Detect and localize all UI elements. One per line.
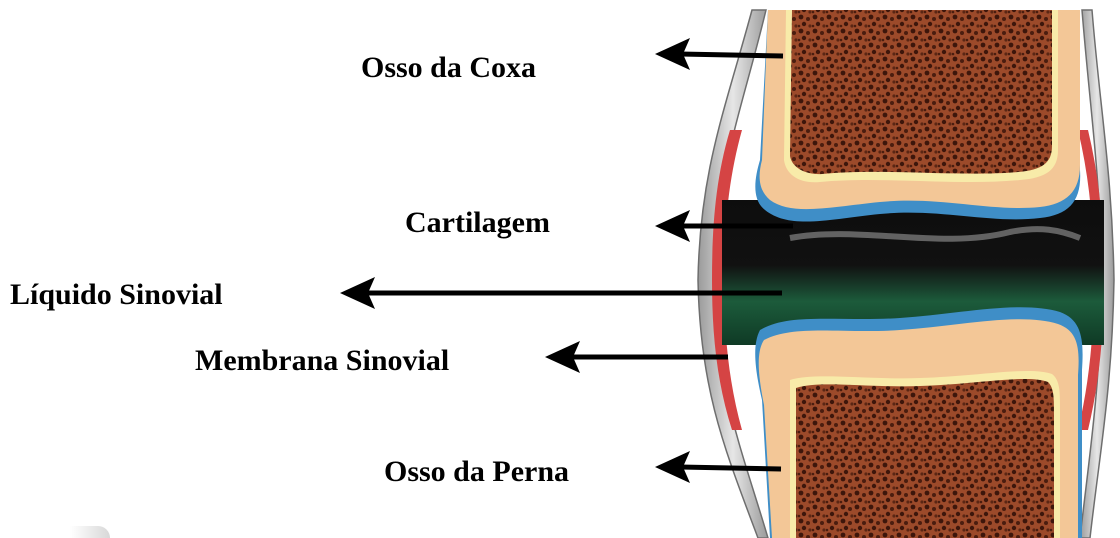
label-synovial-membrane: Membrana Sinovial bbox=[195, 346, 449, 376]
thigh-bone bbox=[755, 10, 1080, 222]
label-leg-bone: Osso da Perna bbox=[384, 457, 569, 487]
arrow-synovial-membrane bbox=[545, 341, 728, 373]
label-cartilage: Cartilagem bbox=[405, 208, 550, 238]
label-synovial-fluid: Líquido Sinovial bbox=[10, 280, 223, 310]
arrow-leg-bone bbox=[655, 451, 781, 483]
label-thigh-bone: Osso da Coxa bbox=[361, 53, 536, 83]
arrow-thigh-bone bbox=[655, 38, 783, 70]
corner-decoration bbox=[70, 526, 110, 538]
leg-bone bbox=[755, 307, 1082, 538]
